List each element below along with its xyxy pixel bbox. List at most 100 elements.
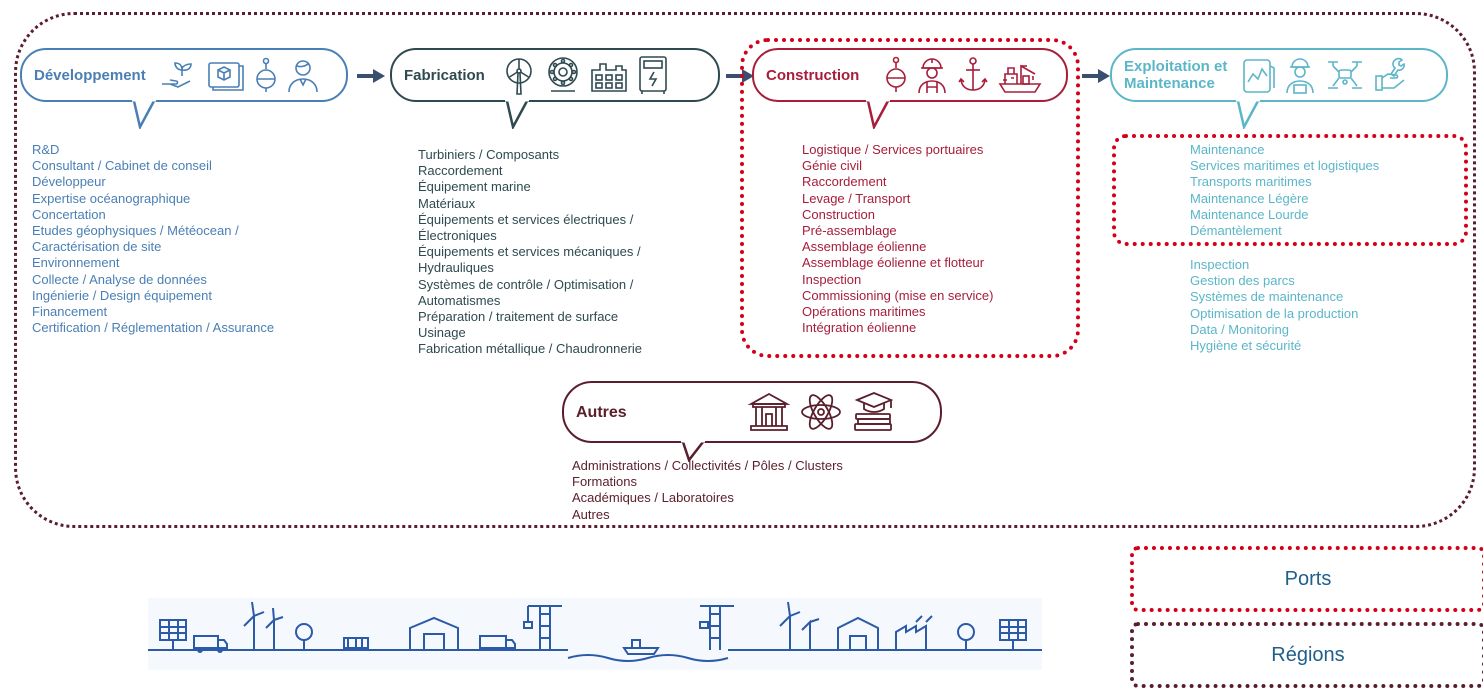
list-item: Hydrauliques (418, 260, 494, 276)
exploitation-title: Exploitation et Maintenance (1124, 58, 1227, 92)
person-icon (287, 60, 318, 93)
list-item: Financement (32, 304, 108, 320)
construction-title: Construction (766, 66, 860, 84)
fabrication-list: Turbiniers / Composants Raccordement Équ… (418, 147, 642, 358)
books-graduation-icon (853, 392, 894, 431)
list-item: Développeur (32, 174, 106, 190)
hand-plant-icon (161, 62, 192, 88)
institution-icon (747, 392, 791, 431)
autres-bubble-tail (681, 440, 705, 462)
list-item: Équipements et services mécaniques / (418, 244, 641, 260)
exploitation-bubble-tail (1236, 99, 1260, 129)
tablet-chart-icon (1243, 59, 1276, 93)
developpement-list: R&D Consultant / Cabinet de conseil Déve… (32, 142, 274, 336)
list-item: Expertise océanographique (32, 190, 191, 206)
technician-icon (1286, 58, 1315, 94)
list-item: Inspection (802, 271, 862, 287)
construction-ports-highlight (740, 38, 1080, 358)
list-item: Construction (802, 206, 875, 222)
construction-list: Logistique / Services portuaires Génie c… (802, 142, 993, 336)
autres-title: Autres (576, 403, 627, 421)
hand-wrench-icon (1375, 57, 1406, 91)
exploitation-bubble: Exploitation et Maintenance (1110, 48, 1448, 102)
list-item: Académiques / Laboratoires (572, 490, 734, 506)
fabrication-title: Fabrication (404, 66, 485, 84)
autres-list: Administrations / Collectivités / Pôles … (572, 458, 843, 523)
buoy-icon (886, 56, 907, 92)
list-item: Administrations / Collectivités / Pôles … (572, 458, 843, 473)
list-item: Commissioning (mise en service) (802, 287, 994, 303)
list-item: Etudes géophysiques / Météocean / (32, 223, 239, 239)
legend-regions: Régions (1130, 622, 1483, 688)
list-item: Caractérisation de site (32, 239, 162, 255)
list-item: Transports maritimes (1190, 174, 1312, 190)
atom-icon (800, 394, 841, 430)
exploitation-ports-highlight (1112, 134, 1468, 246)
buoy-icon (255, 57, 276, 92)
list-item: Assemblage éolienne et flotteur (802, 255, 985, 271)
list-item: Levage / Transport (802, 190, 911, 206)
list-item: Matériaux (418, 195, 476, 211)
worker-icon (918, 58, 947, 94)
list-item: Préparation / traitement de surface (418, 309, 619, 325)
list-item: Opérations maritimes (802, 304, 926, 320)
list-item: Turbiniers / Composants (418, 147, 560, 162)
exploitation-ports-list: Maintenance Services maritimes et logist… (1190, 142, 1379, 239)
exploitation-title-line2: Maintenance (1124, 75, 1215, 92)
construction-bubble: Construction (752, 48, 1068, 102)
exploitation-list: Inspection Gestion des parcs Systèmes de… (1190, 257, 1358, 354)
bearing-icon (548, 57, 578, 92)
anchor-icon (958, 57, 988, 91)
legend-regions-label: Régions (1271, 643, 1345, 666)
list-item: Assemblage éolienne (802, 239, 927, 255)
blueprint-icon (207, 62, 244, 91)
list-item: Intégration éolienne (802, 320, 917, 336)
list-item: Équipement marine (418, 179, 531, 195)
developpement-bubble: Développement (20, 48, 348, 102)
list-item: Systèmes de contrôle / Optimisation / (418, 276, 634, 292)
list-item: Inspection (1190, 257, 1250, 272)
value-chain-frame (14, 12, 1476, 528)
exploitation-title-line1: Exploitation et (1124, 58, 1228, 75)
offshore-wind-landscape-illustration (148, 598, 1042, 670)
list-item: Électroniques (418, 228, 497, 244)
legend-ports: Ports (1130, 546, 1483, 612)
list-item: Raccordement (802, 174, 887, 190)
list-item: Optimisation de la production (1190, 305, 1359, 321)
list-item: Pré-assemblage (802, 223, 897, 239)
list-item: Consultant / Cabinet de conseil (32, 158, 212, 174)
list-item: Raccordement (418, 163, 503, 179)
list-item: Environnement (32, 255, 120, 271)
construction-bubble-tail (866, 99, 890, 129)
list-item: Équipements et services électriques / (418, 211, 634, 227)
list-item: Génie civil (802, 158, 862, 174)
legend-ports-label: Ports (1284, 567, 1332, 590)
drone-icon (1328, 61, 1363, 89)
list-item: Gestion des parcs (1190, 273, 1295, 289)
list-item: Ingénierie / Design équipement (32, 287, 212, 303)
list-item: R&D (32, 142, 60, 157)
list-item: Démantèlement (1190, 223, 1282, 239)
list-item: Maintenance Lourde (1190, 206, 1309, 222)
list-item: Services maritimes et logistiques (1190, 158, 1380, 174)
list-item: Concertation (32, 206, 106, 222)
list-item: Formations (572, 474, 638, 490)
list-item: Usinage (418, 325, 466, 341)
arrow-dev-to-fab (357, 69, 385, 83)
ship-icon (998, 64, 1042, 93)
list-item: Data / Monitoring (1190, 321, 1289, 337)
list-item: Logistique / Services portuaires (802, 142, 984, 157)
arrow-cons-to-expl (1082, 69, 1110, 83)
list-item: Maintenance (1190, 142, 1265, 157)
autres-bubble: Autres (562, 381, 942, 443)
list-item: Maintenance Légère (1190, 190, 1309, 206)
list-item: Automatismes (418, 292, 501, 308)
fabrication-bubble: Fabrication (390, 48, 720, 102)
list-item: Systèmes de maintenance (1190, 289, 1344, 305)
developpement-bubble-tail (132, 99, 156, 129)
fabrication-bubble-tail (505, 99, 529, 129)
list-item: Certification / Réglementation / Assuran… (32, 320, 275, 336)
electrical-cabinet-icon (639, 56, 667, 94)
wind-turbine-icon (506, 58, 532, 95)
list-item: Collecte / Analyse de données (32, 271, 207, 287)
